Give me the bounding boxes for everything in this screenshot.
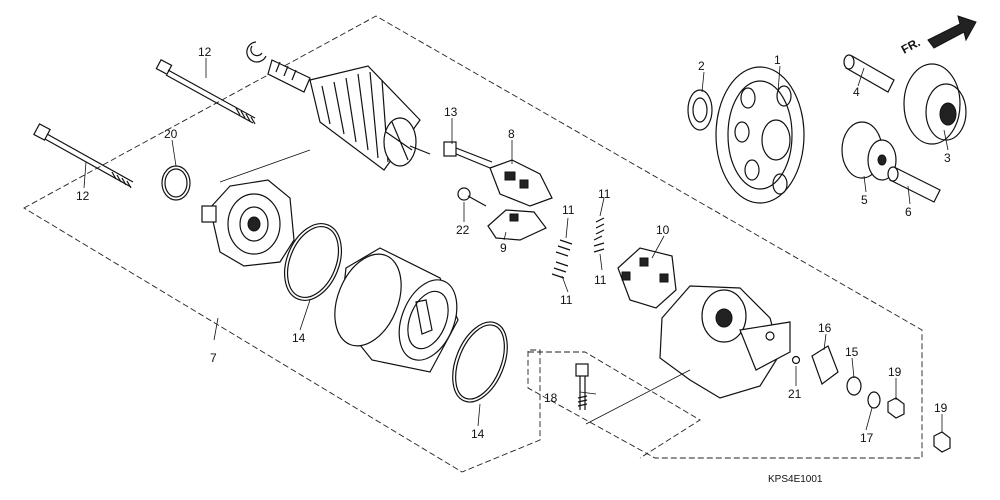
brush-spring-d[interactable] xyxy=(593,242,605,253)
long-bolt-lower[interactable] xyxy=(33,123,134,189)
brush-holder-upper[interactable] xyxy=(489,159,553,207)
callout-6: 6 xyxy=(905,205,912,219)
callout-20: 20 xyxy=(164,127,178,141)
callout-21: 21 xyxy=(788,387,802,401)
callout-9: 9 xyxy=(500,241,507,255)
callout-2: 2 xyxy=(698,59,705,73)
spring-washer[interactable] xyxy=(867,391,881,409)
motor-case[interactable] xyxy=(322,244,468,373)
callout-3: 3 xyxy=(944,151,951,165)
callout-14-b: 14 xyxy=(471,427,485,441)
gear-thrust-washer[interactable] xyxy=(687,89,713,131)
front-direction-label: FR. xyxy=(899,35,923,56)
o-ring-small[interactable] xyxy=(161,165,191,201)
callout-15: 15 xyxy=(845,345,859,359)
brush-holder-lower[interactable] xyxy=(487,209,547,241)
front-cover[interactable] xyxy=(201,179,295,267)
reduction-gear-shaft[interactable] xyxy=(843,54,895,93)
callout-16: 16 xyxy=(818,321,832,335)
front-direction-arrow xyxy=(927,15,977,49)
callout-11-d: 11 xyxy=(594,273,607,287)
reduction-gear[interactable] xyxy=(903,63,967,145)
long-bolt-upper[interactable] xyxy=(155,58,256,125)
terminal-nut-upper[interactable] xyxy=(887,397,905,419)
brush-terminal-screw[interactable] xyxy=(443,141,493,169)
callout-13: 13 xyxy=(444,105,458,119)
idle-gear-shaft[interactable] xyxy=(887,166,941,203)
callout-7: 7 xyxy=(210,351,217,365)
callout-8: 8 xyxy=(508,127,515,141)
bracket-boundary xyxy=(528,351,701,459)
rear-cover[interactable] xyxy=(659,285,791,399)
flat-washer[interactable] xyxy=(846,376,862,396)
brush-spring-b[interactable] xyxy=(555,239,573,257)
armature[interactable] xyxy=(267,59,431,171)
callout-1: 1 xyxy=(774,53,781,67)
snap-ring[interactable] xyxy=(246,41,267,63)
assembly-boundary xyxy=(23,15,923,473)
brush-spring-c[interactable] xyxy=(551,261,569,279)
brush-spring-a[interactable] xyxy=(593,217,605,241)
callout-17: 17 xyxy=(860,431,874,445)
brush-holder-plate[interactable] xyxy=(617,247,677,309)
o-ring-large-left[interactable] xyxy=(274,215,352,309)
leader-lines xyxy=(83,58,949,432)
callout-18: 18 xyxy=(544,391,558,405)
mounting-bolt[interactable] xyxy=(575,363,589,410)
terminal-nut-lower[interactable] xyxy=(933,431,951,453)
idle-gear[interactable] xyxy=(841,121,897,181)
callout-4: 4 xyxy=(853,85,860,99)
callout-22: 22 xyxy=(456,223,470,237)
callout-12-b: 12 xyxy=(76,189,90,203)
callout-11-b: 11 xyxy=(562,203,575,217)
small-washer[interactable] xyxy=(791,355,801,365)
callout-5: 5 xyxy=(861,193,868,207)
callout-14-a: 14 xyxy=(292,331,306,345)
terminal-insulator[interactable] xyxy=(811,345,839,385)
callout-11-c: 11 xyxy=(560,293,573,307)
callout-19-b: 19 xyxy=(934,401,948,415)
brush-bolt[interactable] xyxy=(457,187,487,207)
callout-19-a: 19 xyxy=(888,365,902,379)
o-ring-large-right[interactable] xyxy=(442,314,518,410)
starter-driven-gear[interactable] xyxy=(715,66,805,204)
callout-12-a: 12 xyxy=(198,45,212,59)
callout-11-a: 11 xyxy=(598,187,611,201)
diagram-code: KPS4E1001 xyxy=(768,474,823,485)
callout-10: 10 xyxy=(656,223,670,237)
